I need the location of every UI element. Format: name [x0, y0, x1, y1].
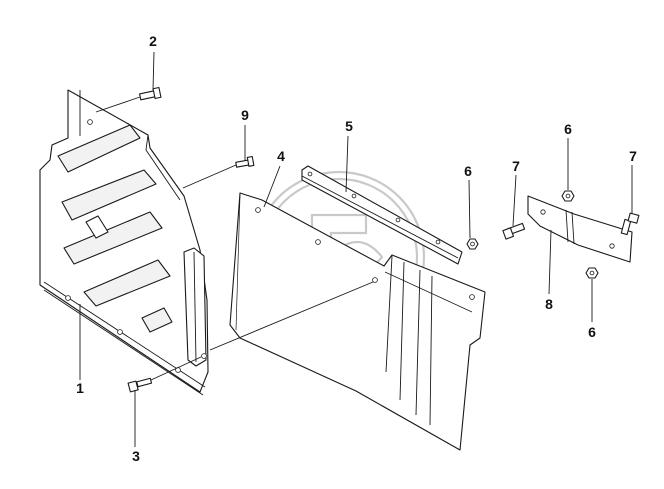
- callout-6-b: 6: [564, 121, 572, 137]
- side-plate-part-1: [39, 89, 209, 396]
- callout-7-a: 7: [512, 158, 520, 174]
- bolt-part-7-right: [620, 212, 640, 236]
- callout-2: 2: [149, 33, 157, 49]
- callout-labels: 1 2 3 4 5 6 6 6 7 7 8 9: [76, 33, 637, 464]
- callout-8: 8: [545, 296, 553, 312]
- leader-lines: [79, 51, 633, 447]
- bolt-part-9: [235, 155, 255, 168]
- bolt-part-3: [127, 377, 153, 393]
- bolt-part-7-left: [502, 222, 526, 240]
- clamping-strip-part-5: [301, 165, 463, 265]
- callout-9: 9: [241, 107, 249, 123]
- callout-6-a: 6: [464, 163, 472, 179]
- callout-7-b: 7: [629, 148, 637, 164]
- nut-part-6-c: [585, 267, 599, 279]
- callout-4: 4: [277, 148, 285, 164]
- callout-3: 3: [132, 448, 140, 464]
- bolt-part-2: [139, 86, 162, 101]
- callout-6-c: 6: [588, 324, 596, 340]
- nut-part-6-b: [561, 190, 575, 202]
- callout-1: 1: [76, 380, 84, 396]
- bracket-part-8: [527, 195, 633, 263]
- mud-flap-part-4: [229, 192, 486, 451]
- nut-part-6-a: [466, 238, 479, 250]
- callout-5: 5: [345, 118, 353, 134]
